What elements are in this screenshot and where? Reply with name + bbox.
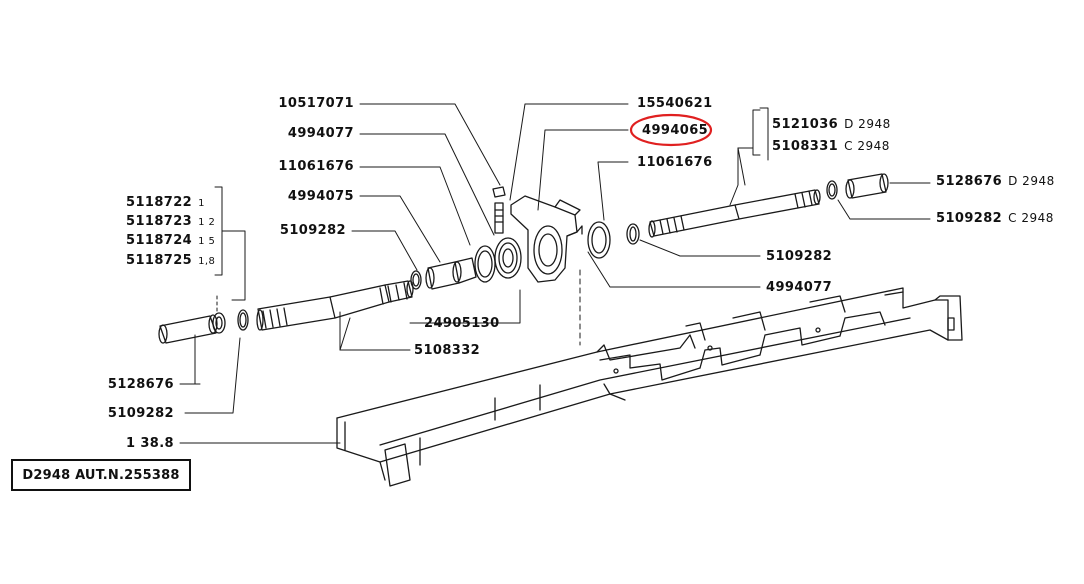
support-bracket xyxy=(510,195,583,283)
right-circlip xyxy=(626,223,640,245)
label-5108332: 5108332 xyxy=(414,343,481,358)
left-small-ring xyxy=(410,270,422,290)
label-11061676-left: 11061676 xyxy=(278,159,354,174)
right-sleeve xyxy=(845,173,889,199)
label-5128676-left: 5128676 xyxy=(107,377,174,392)
label-5109282-mid: 5109282 xyxy=(766,249,833,264)
bolt-nut xyxy=(492,186,506,234)
chassis-rail xyxy=(336,287,963,487)
label-5109282-left: 5109282 xyxy=(279,223,346,238)
label-15540621: 15540621 xyxy=(637,96,713,111)
left-bearing xyxy=(425,257,477,290)
label-10517071: 10517071 xyxy=(278,96,354,111)
label-5109282-lower: 5109282 xyxy=(107,406,174,421)
diagram-title-box: D2948 AUT.N.255388 xyxy=(11,459,191,491)
leader-lines xyxy=(179,103,931,444)
left-shaft xyxy=(256,280,414,331)
right-shaft xyxy=(648,189,821,238)
label-11061676-right: 11061676 xyxy=(637,155,713,170)
highlight-circle xyxy=(629,113,713,147)
label-1-38-8: 1 38.8 xyxy=(125,436,174,451)
label-24905130: 24905130 xyxy=(424,316,500,331)
left-sleeve xyxy=(158,314,218,344)
label-4994075: 4994075 xyxy=(287,189,354,204)
label-4994065: 4994065 xyxy=(642,123,709,138)
right-small-clip xyxy=(826,180,838,200)
label-4994077-top: 4994077 xyxy=(287,126,354,141)
left-ring-large xyxy=(474,245,496,283)
left-ring xyxy=(212,312,226,334)
left-bearing-cup xyxy=(494,237,522,279)
left-circlip xyxy=(237,309,249,331)
right-ring-large xyxy=(587,221,611,259)
label-4994077-bottom: 4994077 xyxy=(766,280,833,295)
